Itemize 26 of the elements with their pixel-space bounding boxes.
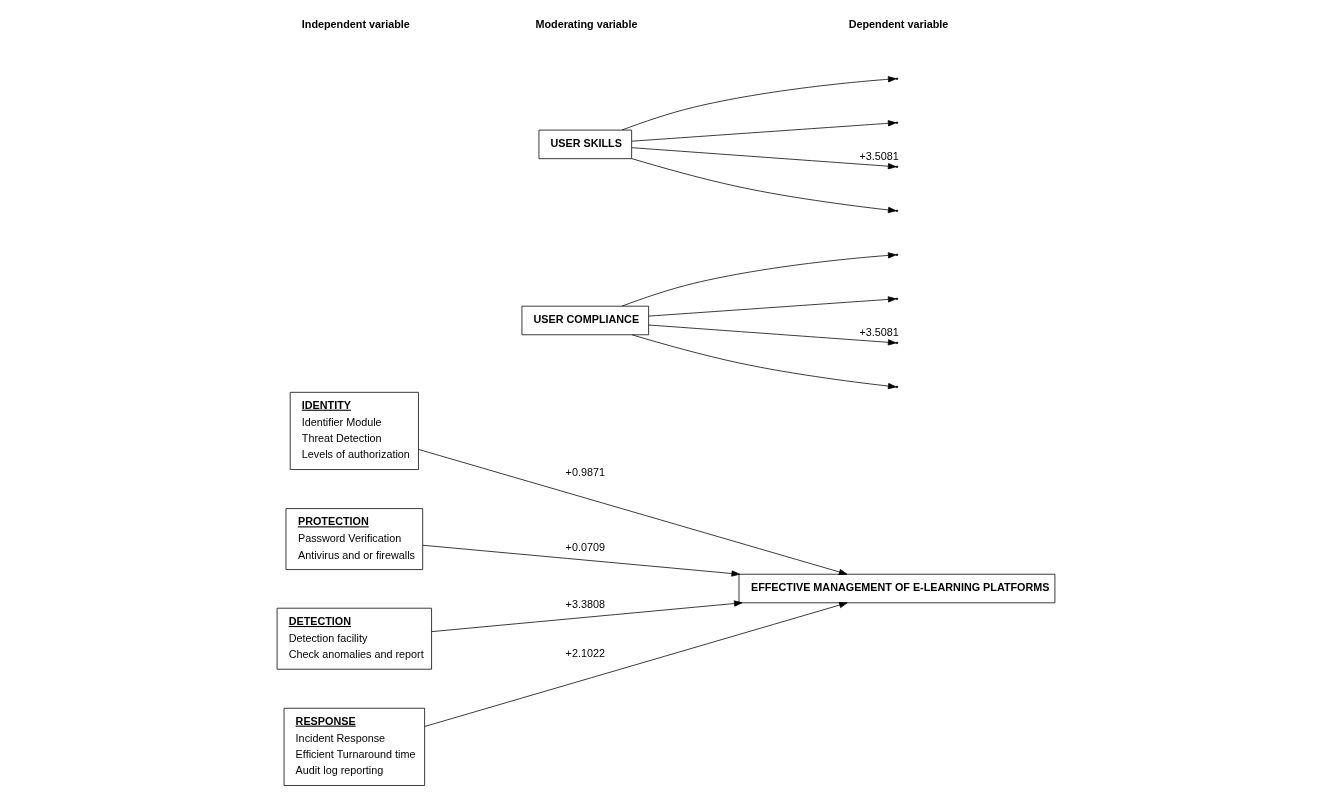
- arrow: [423, 602, 848, 727]
- node-box: USER SKILLS: [538, 129, 632, 160]
- node-box: PROTECTION Password Verification Antivirus and or firewalls: [285, 508, 423, 570]
- arrow: [647, 296, 896, 317]
- node-box: RESPONSE Incident Response Efficient Turnaround time Audit log reporting: [283, 707, 425, 786]
- arrow: [630, 147, 896, 170]
- label: Moderating variable: [534, 17, 637, 30]
- node-box: DETECTION Detection facility Check anomalies and report: [276, 607, 432, 670]
- arrow: [417, 449, 847, 576]
- edge-label: +3.5081: [859, 150, 899, 163]
- label: Dependent variable: [848, 17, 948, 30]
- edge-label: +2.1022: [565, 647, 605, 660]
- edge-label: +0.9871: [565, 465, 605, 478]
- arrow: [630, 120, 896, 142]
- label: Independent variable: [301, 17, 410, 30]
- edge-label: +3.3808: [565, 597, 605, 610]
- arrow: [621, 252, 896, 307]
- node-box: IDENTITY Identifier Module Threat Detection Levels of authorization: [289, 391, 419, 470]
- edge-label: +3.5081: [859, 326, 899, 339]
- arrow: [631, 158, 896, 214]
- node-box: USER COMPLIANCE: [521, 305, 649, 336]
- arrow: [421, 544, 740, 577]
- node-box: EFFECTIVE MANAGEMENT OF E-LEARNING PLATFORMS: [738, 573, 1055, 604]
- arrow: [430, 600, 743, 632]
- arrow: [621, 76, 896, 131]
- edge-label: +0.0709: [565, 540, 605, 553]
